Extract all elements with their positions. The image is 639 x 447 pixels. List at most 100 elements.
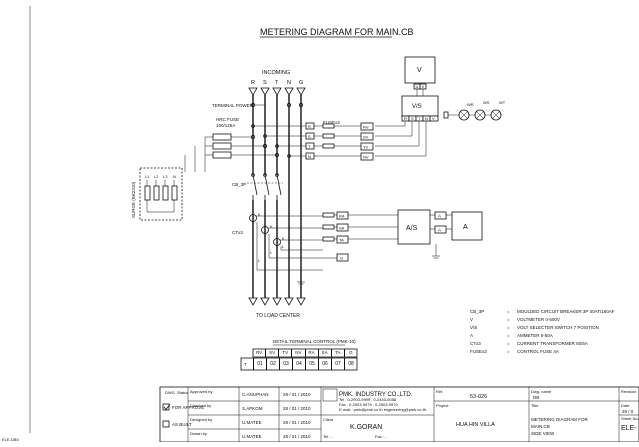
company-logo bbox=[322, 388, 338, 402]
tc-header: RA bbox=[306, 349, 319, 357]
arrow-s bbox=[260, 87, 270, 96]
svg-text:=: = bbox=[507, 333, 510, 338]
as-built-checkbox bbox=[162, 420, 170, 428]
hrc-fuses bbox=[184, 133, 279, 172]
svg-text:N: N bbox=[425, 116, 428, 121]
svg-text:V: V bbox=[422, 84, 425, 89]
svg-text:A: A bbox=[470, 333, 473, 338]
svg-text:SV: SV bbox=[363, 135, 369, 140]
indicator-lamps: WR WS WT bbox=[443, 100, 506, 121]
svg-text:Checked by: Checked by bbox=[190, 403, 211, 408]
svg-text:S: S bbox=[308, 134, 311, 139]
svg-text:Tel : -: Tel : - bbox=[323, 434, 333, 439]
incoming-label: INCOMING bbox=[262, 70, 290, 76]
svg-text:METERING DIAGRAM FOR: METERING DIAGRAM FOR bbox=[531, 417, 589, 422]
svg-text:Client: Client bbox=[323, 417, 334, 422]
svg-text:=: = bbox=[507, 317, 510, 322]
svg-text:Revision: Revision bbox=[621, 389, 636, 394]
svg-text:Project: Project bbox=[436, 403, 449, 408]
current-transformers: K K K L L L RA SA TA G bbox=[249, 211, 398, 271]
svg-text:28 / 0: 28 / 0 bbox=[622, 409, 634, 414]
svg-text:Tel : 0-2903-9999 , 0-2443-605: Tel : 0-2903-9999 , 0-2443-6058 bbox=[339, 397, 397, 402]
svg-text:CTx3: CTx3 bbox=[470, 341, 481, 346]
phase-g-label: G bbox=[299, 80, 303, 86]
diagram-title: METERING DIAGRAM FOR MAIN.CB bbox=[260, 27, 414, 37]
volt-selector-switch: V/S R S T N V bbox=[375, 89, 439, 157]
svg-text:Drawn by: Drawn by bbox=[190, 431, 207, 436]
svg-text:T: T bbox=[308, 144, 311, 149]
phase-t-label: T bbox=[275, 80, 279, 86]
load-center-arrows bbox=[248, 297, 306, 306]
svg-text:28 / 01 / 2010: 28 / 01 / 2010 bbox=[283, 406, 311, 411]
circuit-breaker bbox=[247, 173, 283, 200]
incoming-arrows bbox=[248, 87, 306, 96]
arrow-t bbox=[272, 87, 282, 96]
svg-text:S.APKOM: S.APKOM bbox=[242, 406, 263, 411]
svg-text:TV: TV bbox=[363, 145, 368, 150]
voltmeter-label: V bbox=[417, 67, 422, 74]
svg-text:K: K bbox=[258, 212, 261, 217]
tc-header: TV bbox=[279, 349, 293, 357]
company-name: PMK. INDUSTRY CO.,LTD. bbox=[339, 392, 413, 398]
svg-text:Sheet No.: Sheet No. bbox=[621, 416, 639, 421]
svg-text:K: K bbox=[282, 236, 285, 241]
hrc-fuse-label: HRC FUSE bbox=[216, 117, 239, 122]
svg-text:U.MATEE: U.MATEE bbox=[242, 434, 262, 439]
ct-label: CTx3 bbox=[232, 230, 243, 235]
svg-text:T: T bbox=[418, 116, 421, 121]
ammeter-label: A bbox=[463, 224, 468, 231]
surge-tap-l1: L1 bbox=[145, 174, 150, 179]
ammeter-selector-switch: A/S A A bbox=[397, 209, 452, 259]
project-name: HUA HIN VILLA bbox=[456, 422, 495, 428]
svg-text:TA: TA bbox=[339, 238, 344, 243]
svg-text:CB_3P: CB_3P bbox=[470, 309, 484, 314]
svg-text:G: G bbox=[340, 256, 343, 261]
svg-text:V: V bbox=[470, 317, 473, 322]
svg-text:=: = bbox=[507, 341, 510, 346]
svg-text:AS BUILT: AS BUILT bbox=[172, 422, 192, 427]
svg-text:28 / 01 / 2010: 28 / 01 / 2010 bbox=[283, 420, 311, 425]
title-block: DWG. Status FOR APPROVE AS BUILT Approve… bbox=[159, 386, 639, 443]
svg-text:S: S bbox=[411, 116, 414, 121]
ref-number: 53-026 bbox=[470, 394, 487, 400]
svg-text:DWG. Status: DWG. Status bbox=[165, 390, 188, 395]
phase-s-label: S bbox=[263, 80, 267, 86]
svg-text:Approved by: Approved by bbox=[190, 389, 212, 394]
svg-text:CURRENT TRANSFORMER 50/5A: CURRENT TRANSFORMER 50/5A bbox=[517, 341, 588, 346]
svg-text:T: T bbox=[244, 362, 247, 367]
terminal-control-headers: RV SV TV NV RA SA TA G bbox=[253, 349, 357, 357]
hrc-rating-label: 100/125A bbox=[216, 123, 235, 128]
svg-text:K: K bbox=[270, 224, 273, 229]
svg-text:A: A bbox=[438, 214, 441, 219]
tc-header: SA bbox=[319, 349, 332, 357]
terminal-control-title: DETAIL TERMINAL CONTROL (PMK-10) bbox=[273, 339, 356, 344]
svg-text:L: L bbox=[258, 258, 261, 263]
surge-tap-n: N bbox=[173, 174, 176, 179]
svg-text:C.ANUPHAN: C.ANUPHAN bbox=[242, 392, 269, 397]
control-fuse-block: R S T N RV SV TV NV bbox=[251, 122, 374, 161]
svg-text:VOLT SELECTER SWITCH 7 POSITIO: VOLT SELECTER SWITCH 7 POSITION bbox=[517, 325, 599, 330]
svg-text:28 / 01 / 2010: 28 / 01 / 2010 bbox=[283, 434, 311, 439]
fuse-block-label: FUSEx3 bbox=[323, 120, 340, 125]
svg-text:VOLTMETER 0-500V: VOLTMETER 0-500V bbox=[517, 317, 560, 322]
ammeter: A bbox=[451, 211, 483, 241]
svg-text:RA: RA bbox=[339, 214, 345, 219]
checkmark-icon bbox=[163, 404, 171, 411]
svg-text:N: N bbox=[308, 154, 311, 159]
vs-label: V/S bbox=[412, 104, 422, 110]
svg-text:L: L bbox=[282, 244, 285, 249]
tc-number: 03 bbox=[279, 358, 292, 370]
tc-number: 05 bbox=[305, 358, 318, 370]
svg-text:DB: DB bbox=[533, 395, 539, 400]
svg-text:MOULDED CIRCUIT BREAKER 3P 40A: MOULDED CIRCUIT BREAKER 3P 40AT/160AF bbox=[517, 309, 615, 314]
svg-text:NV: NV bbox=[363, 155, 369, 160]
tc-header: TA bbox=[332, 349, 345, 357]
tc-header: SV bbox=[266, 349, 280, 357]
svg-text:A: A bbox=[438, 228, 441, 233]
surge-tap-l3: L3 bbox=[163, 174, 168, 179]
svg-text:AMMETER 0-50A: AMMETER 0-50A bbox=[517, 333, 553, 338]
load-center-label: TO LOAD CENTER bbox=[256, 313, 300, 319]
footer-code: ELE-DB5 bbox=[2, 437, 19, 442]
tc-header: G bbox=[349, 350, 353, 355]
